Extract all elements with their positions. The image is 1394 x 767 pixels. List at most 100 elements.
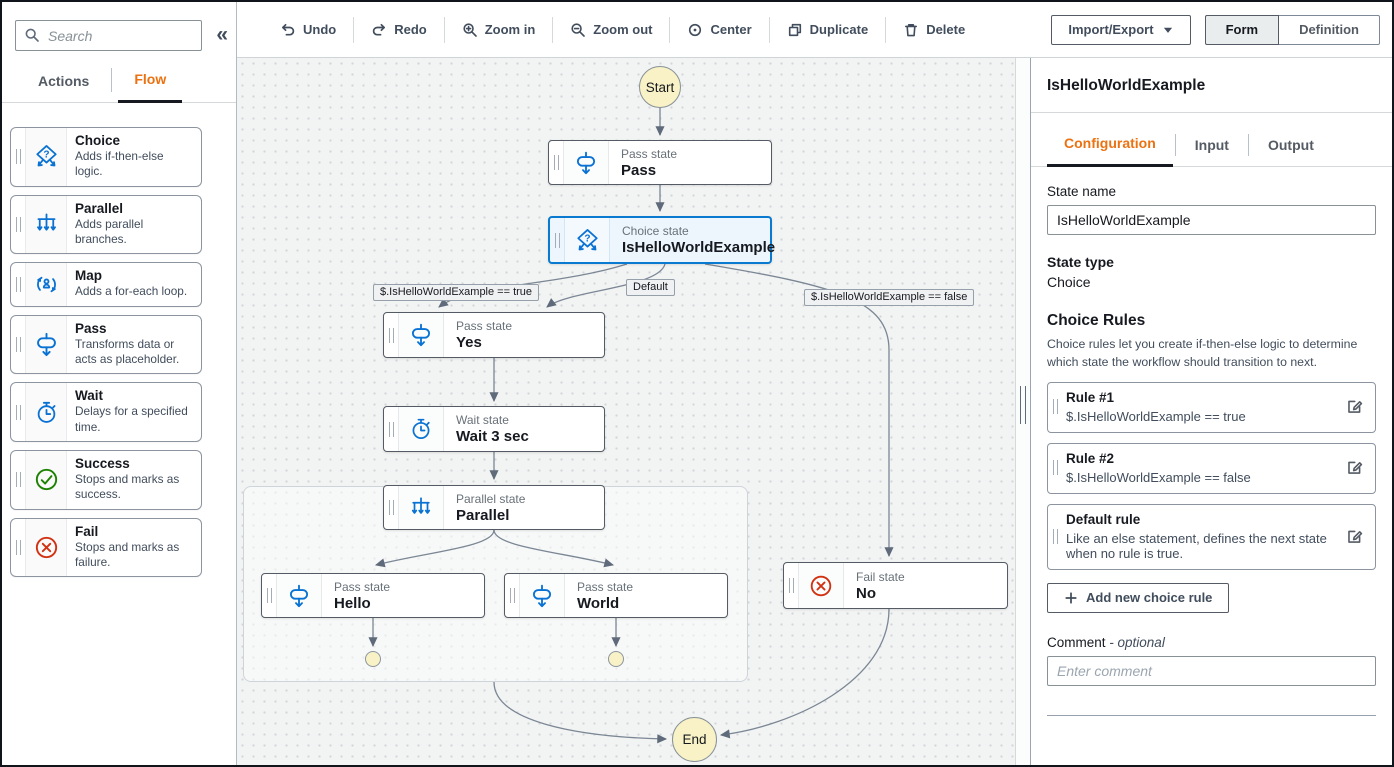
delete-icon	[903, 22, 919, 38]
end-node: End	[672, 717, 717, 762]
drag-handle-icon[interactable]	[11, 519, 25, 577]
tab-input[interactable]: Input	[1194, 137, 1229, 153]
rule-condition: $.IsHelloWorldExample == false	[1066, 469, 1251, 485]
drag-handle-icon[interactable]	[11, 196, 25, 254]
start-node: Start	[639, 66, 681, 108]
panel-section-divider	[1047, 714, 1376, 716]
redo-icon	[371, 22, 387, 38]
drag-handle-icon[interactable]	[550, 218, 564, 262]
flow-item-title: Pass	[75, 320, 107, 336]
drag-handle-icon[interactable]	[11, 383, 25, 441]
tab-output[interactable]: Output	[1267, 137, 1314, 153]
undo-icon	[280, 22, 296, 38]
edit-icon	[1346, 398, 1363, 415]
comment-input[interactable]	[1047, 655, 1376, 686]
drag-handle-icon[interactable]	[11, 316, 25, 374]
pass-icon	[33, 331, 60, 358]
definition-toggle-button[interactable]: Definition	[1278, 14, 1380, 45]
flow-item-desc: Stops and marks as failure.	[75, 539, 180, 569]
properties-panel: IsHelloWorldExample Configuration Input …	[1031, 58, 1392, 765]
drag-handle-icon[interactable]	[11, 263, 25, 305]
center-button[interactable]: Center	[670, 22, 768, 38]
redo-button[interactable]: Redo	[354, 22, 444, 38]
search-input[interactable]	[15, 20, 202, 51]
workflow-canvas[interactable]: Start $.IsHelloWorldExample == true Defa…	[237, 58, 1015, 765]
view-mode-toggle: Form Definition	[1204, 14, 1380, 45]
drag-handle-icon[interactable]	[262, 574, 276, 617]
drag-handle-icon[interactable]	[1048, 460, 1062, 476]
duplicate-icon	[787, 22, 803, 38]
zoom-in-icon	[462, 22, 478, 38]
state-name-input[interactable]	[1047, 205, 1376, 235]
flow-item-desc: Adds if-then-else logic.	[75, 149, 164, 179]
form-toggle-button[interactable]: Form	[1204, 14, 1280, 45]
choice-icon	[574, 227, 601, 254]
rule-description: Like an else statement, defines the next…	[1066, 530, 1327, 561]
duplicate-button[interactable]: Duplicate	[770, 22, 886, 38]
default-rule-card[interactable]: Default rule Like an else statement, def…	[1047, 503, 1376, 570]
node-caption: Parallel state	[456, 491, 526, 506]
import-export-button[interactable]: Import/Export	[1051, 14, 1191, 45]
drag-handle-icon[interactable]	[11, 128, 25, 186]
tab-actions[interactable]: Actions	[38, 73, 90, 89]
drag-handle-icon[interactable]	[505, 574, 519, 617]
edit-rule-button[interactable]	[1344, 457, 1365, 478]
undo-button[interactable]: Undo	[263, 22, 353, 38]
delete-button[interactable]: Delete	[886, 22, 982, 38]
node-name: IsHelloWorldExample	[622, 239, 776, 256]
collapse-panel-icon[interactable]: «	[216, 23, 228, 46]
drag-handle-icon[interactable]	[549, 141, 563, 184]
rule-1-card[interactable]: Rule #1 $.IsHelloWorldExample == true	[1047, 381, 1376, 433]
edit-icon	[1346, 528, 1363, 545]
node-name: Pass	[621, 161, 657, 179]
zoom-out-button[interactable]: Zoom out	[553, 22, 669, 38]
zoom-in-button[interactable]: Zoom in	[445, 22, 553, 38]
drag-handle-icon[interactable]	[1048, 399, 1062, 415]
edit-rule-button[interactable]	[1344, 396, 1365, 417]
flow-item-title: Fail	[75, 523, 99, 539]
flow-item-desc: Delays for a specified time.	[75, 404, 188, 434]
drag-handle-icon[interactable]	[784, 563, 798, 608]
node-name: No	[856, 584, 876, 602]
caret-down-icon	[1162, 24, 1174, 36]
splitter-drag-handle[interactable]	[1020, 386, 1026, 424]
tab-separator	[111, 68, 113, 92]
node-name: Wait 3 sec	[456, 428, 529, 445]
parallel-icon	[408, 495, 434, 521]
drag-handle-icon[interactable]	[384, 407, 398, 451]
flow-item-title: Wait	[75, 388, 103, 404]
add-new-choice-rule-button[interactable]: Add new choice rule	[1047, 582, 1230, 613]
panel-splitter[interactable]	[1015, 58, 1031, 765]
drag-handle-icon[interactable]	[384, 313, 398, 357]
drag-handle-icon[interactable]	[11, 451, 25, 509]
pass-icon	[529, 583, 555, 609]
edit-rule-button[interactable]	[1344, 526, 1365, 547]
rule-condition: $.IsHelloWorldExample == true	[1066, 408, 1246, 424]
flow-item-title: Parallel	[75, 200, 124, 216]
drag-handle-icon[interactable]	[1048, 528, 1062, 544]
node-caption: Pass state	[577, 579, 634, 594]
tab-configuration[interactable]: Configuration	[1047, 129, 1173, 167]
drag-handle-icon[interactable]	[384, 486, 398, 529]
search-box	[15, 20, 202, 51]
node-name: World	[577, 594, 620, 612]
rule-2-card[interactable]: Rule #2 $.IsHelloWorldExample == false	[1047, 442, 1376, 494]
edge-label-false: $.IsHelloWorldExample == false	[804, 289, 975, 306]
tab-flow[interactable]: Flow	[118, 65, 183, 103]
